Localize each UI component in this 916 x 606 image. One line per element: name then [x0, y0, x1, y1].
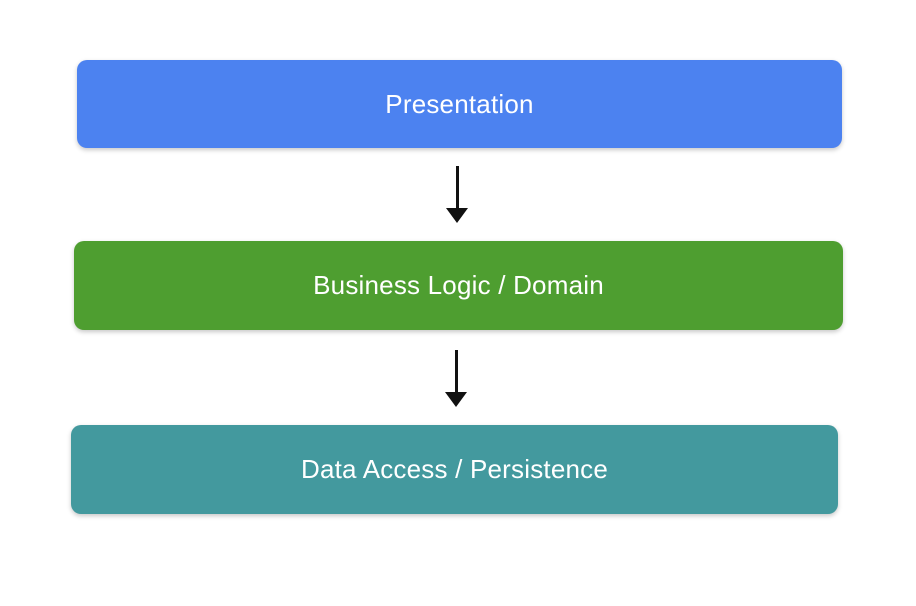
arrow-down-icon — [445, 166, 469, 223]
arrow-shaft — [455, 166, 459, 209]
layer-label-presentation: Presentation — [385, 88, 534, 119]
layer-box-data-access: Data Access / Persistence — [71, 425, 838, 514]
arrow-shaft — [454, 350, 458, 393]
arrow-down-icon — [444, 350, 468, 407]
arrow-head — [446, 208, 468, 223]
layer-box-business-logic: Business Logic / Domain — [74, 241, 843, 330]
arrow-head — [445, 392, 467, 407]
layer-box-presentation: Presentation — [77, 60, 842, 148]
layer-label-data-access: Data Access / Persistence — [300, 454, 609, 484]
layer-label-business-logic: Business Logic / Domain — [313, 270, 604, 300]
